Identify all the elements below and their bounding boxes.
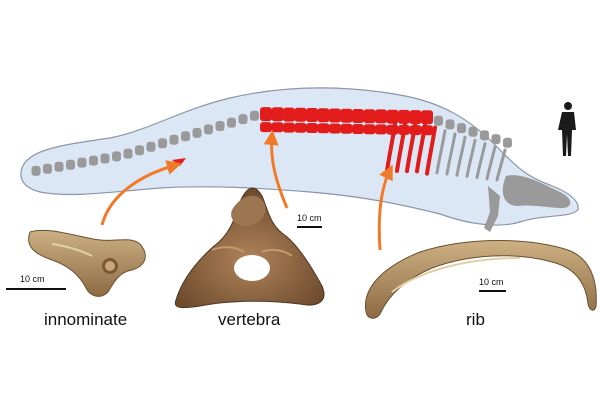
vertebra-segment	[491, 134, 501, 145]
vertebra-segment	[215, 121, 225, 131]
arrow-to-vertebra	[263, 130, 289, 209]
highlighted-vertebra	[375, 124, 387, 135]
vertebra-segment	[31, 165, 41, 176]
vertebra-segment	[54, 161, 64, 172]
highlighted-rib	[405, 123, 417, 174]
highlighted-vertebra	[260, 107, 272, 122]
highlighted-vertebra	[283, 122, 295, 133]
highlighted-vertebra	[306, 123, 318, 133]
innominate-scale-label: 10 cm	[20, 274, 45, 284]
highlighted-rib	[415, 123, 427, 174]
rib-segment	[485, 145, 497, 181]
rib-bone-image	[364, 240, 597, 319]
vertebra-segment	[66, 159, 75, 170]
vertebra-segment	[457, 123, 466, 134]
highlighted-vertebra	[329, 108, 341, 123]
vertebra-segment	[250, 110, 259, 121]
rib-segment	[455, 135, 467, 177]
human-silhouette-icon	[558, 102, 576, 156]
rib-segment	[435, 129, 447, 175]
vertebra-segment	[135, 145, 144, 156]
highlighted-vertebra	[352, 109, 364, 123]
highlighted-vertebra	[283, 107, 295, 122]
highlighted-vertebra	[421, 110, 433, 125]
highlighted-vertebra	[294, 107, 307, 122]
highlighted-vertebra	[352, 124, 364, 134]
rib-segment	[465, 138, 477, 178]
vertebra-segment	[43, 163, 52, 174]
vertebra-bone-image	[174, 187, 325, 309]
vertebra-label: vertebra	[218, 310, 281, 329]
highlighted-vertebra	[409, 110, 422, 125]
vertebra-segment	[146, 141, 156, 152]
vertebra-segment	[123, 148, 133, 159]
vertebra-segment	[192, 127, 202, 138]
vertebra-segment	[100, 153, 110, 164]
arrow-to-innominate	[100, 160, 182, 226]
highlighted-vertebra	[386, 109, 399, 124]
vertebra-segment	[503, 137, 512, 148]
rib-segment	[495, 148, 507, 182]
highlighted-vertebra	[260, 122, 272, 133]
highlighted-rib	[395, 122, 407, 173]
rib-segment	[475, 142, 487, 180]
highlighted-vertebra	[317, 123, 330, 134]
arrow-to-rib	[377, 164, 393, 251]
vertebra-segment	[445, 119, 455, 130]
highlighted-vertebra	[329, 123, 341, 134]
vertebra-segment	[204, 124, 213, 135]
highlighted-vertebra	[317, 108, 330, 123]
vertebra-segment	[169, 134, 179, 145]
highlighted-vertebra	[375, 109, 387, 124]
vertebra-segment	[112, 151, 121, 162]
highlighted-vertebra	[306, 108, 318, 122]
rib-scale-label: 10 cm	[479, 277, 504, 287]
vertebra-segment	[181, 131, 190, 142]
innominate-bone-image	[28, 229, 146, 297]
forelimb	[484, 186, 500, 232]
vertebra-segment	[89, 155, 98, 166]
highlighted-vertebra	[363, 124, 376, 135]
rib-segment	[445, 132, 457, 176]
vertebra-segment	[434, 115, 443, 126]
highlighted-vertebra	[398, 109, 410, 124]
highlighted-vertebra	[340, 123, 353, 134]
vertebra-segment	[468, 126, 478, 137]
highlighted-rib	[425, 125, 437, 176]
vertebra-segment	[238, 114, 248, 125]
skull	[502, 175, 571, 208]
vertebra-scale-label: 10 cm	[297, 213, 322, 223]
highlighted-vertebra	[363, 109, 376, 124]
vertebra-segment	[158, 138, 167, 149]
highlighted-vertebra	[271, 107, 284, 122]
vertebra-segment	[480, 130, 489, 141]
vertebra-segment	[227, 117, 236, 128]
highlighted-vertebra	[271, 122, 284, 133]
rib-label: rib	[466, 310, 485, 329]
skeleton	[31, 107, 571, 232]
highlighted-vertebra	[294, 122, 307, 133]
vertebra-segment	[77, 157, 87, 168]
innominate-label: innominate	[44, 310, 128, 329]
highlighted-vertebra	[340, 108, 353, 123]
